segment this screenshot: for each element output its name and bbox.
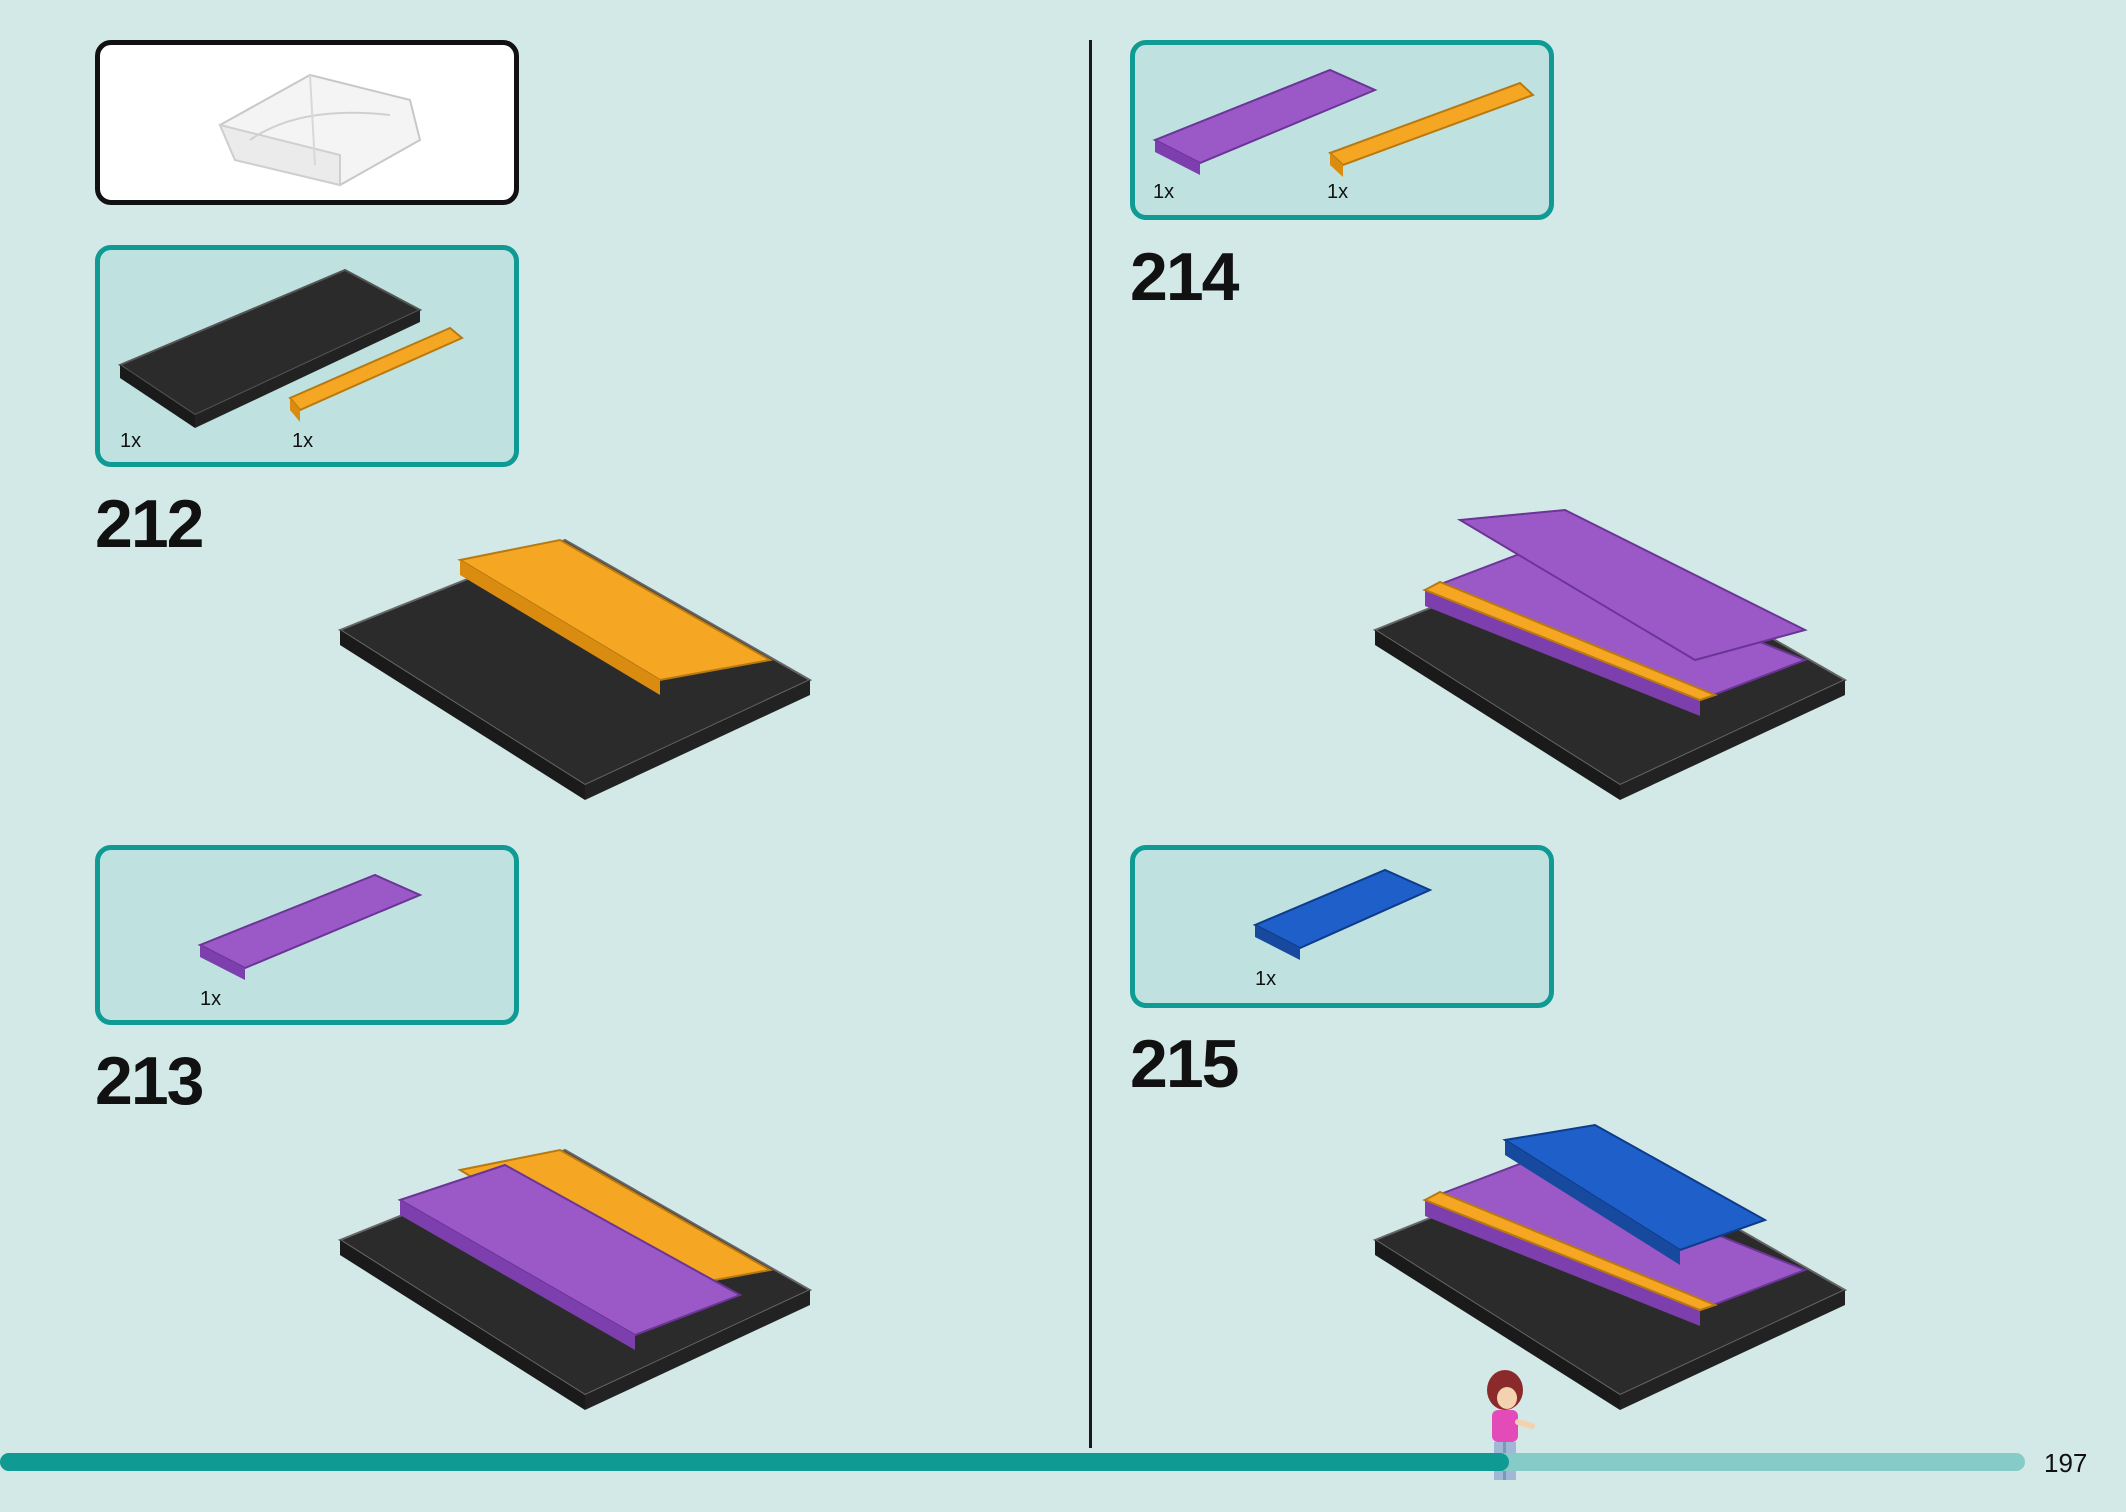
part-purple-plate-2x8 [1152, 68, 1378, 175]
part-quantity: 1x [200, 988, 222, 1010]
step-number-214: 214 [1130, 239, 1239, 315]
step-number-215: 215 [1130, 1026, 1239, 1102]
part-black-plate-6x10 [117, 268, 423, 428]
progress-bar-track [0, 1453, 2025, 1471]
assembly-image-step-215 [1372, 1123, 1848, 1410]
previous-assembly-ghost-image [218, 73, 422, 187]
previous-assembly-callout [95, 40, 519, 205]
progress-bar-fill [0, 1453, 1509, 1471]
parts-callout-step-215: 1x [1130, 845, 1554, 1008]
assembly-image-step-212 [337, 538, 813, 800]
assembly-image-step-214 [1372, 508, 1848, 800]
part-quantity: 1x [1327, 181, 1349, 203]
parts-callout-step-213: 1x [95, 845, 519, 1025]
part-quantity: 1x [292, 430, 314, 452]
part-quantity: 1x [120, 430, 142, 452]
step-number-212: 212 [95, 486, 204, 562]
part-quantity: 1x [1255, 968, 1277, 990]
parts-callout-step-214: 1x 1x [1130, 40, 1554, 220]
assembly-image-step-213 [337, 1148, 813, 1410]
page-divider [1089, 40, 1092, 1448]
page-number: 197 [2044, 1448, 2088, 1478]
part-orange-plate-1x8 [288, 326, 464, 422]
part-orange-plate-1x8 [1328, 81, 1535, 177]
part-purple-plate-2x8 [197, 873, 423, 980]
step-number-213: 213 [95, 1043, 204, 1119]
parts-callout-step-212: 1x 1x [95, 245, 519, 467]
part-quantity: 1x [1153, 181, 1175, 203]
part-blue-plate-2x6 [1252, 868, 1433, 960]
